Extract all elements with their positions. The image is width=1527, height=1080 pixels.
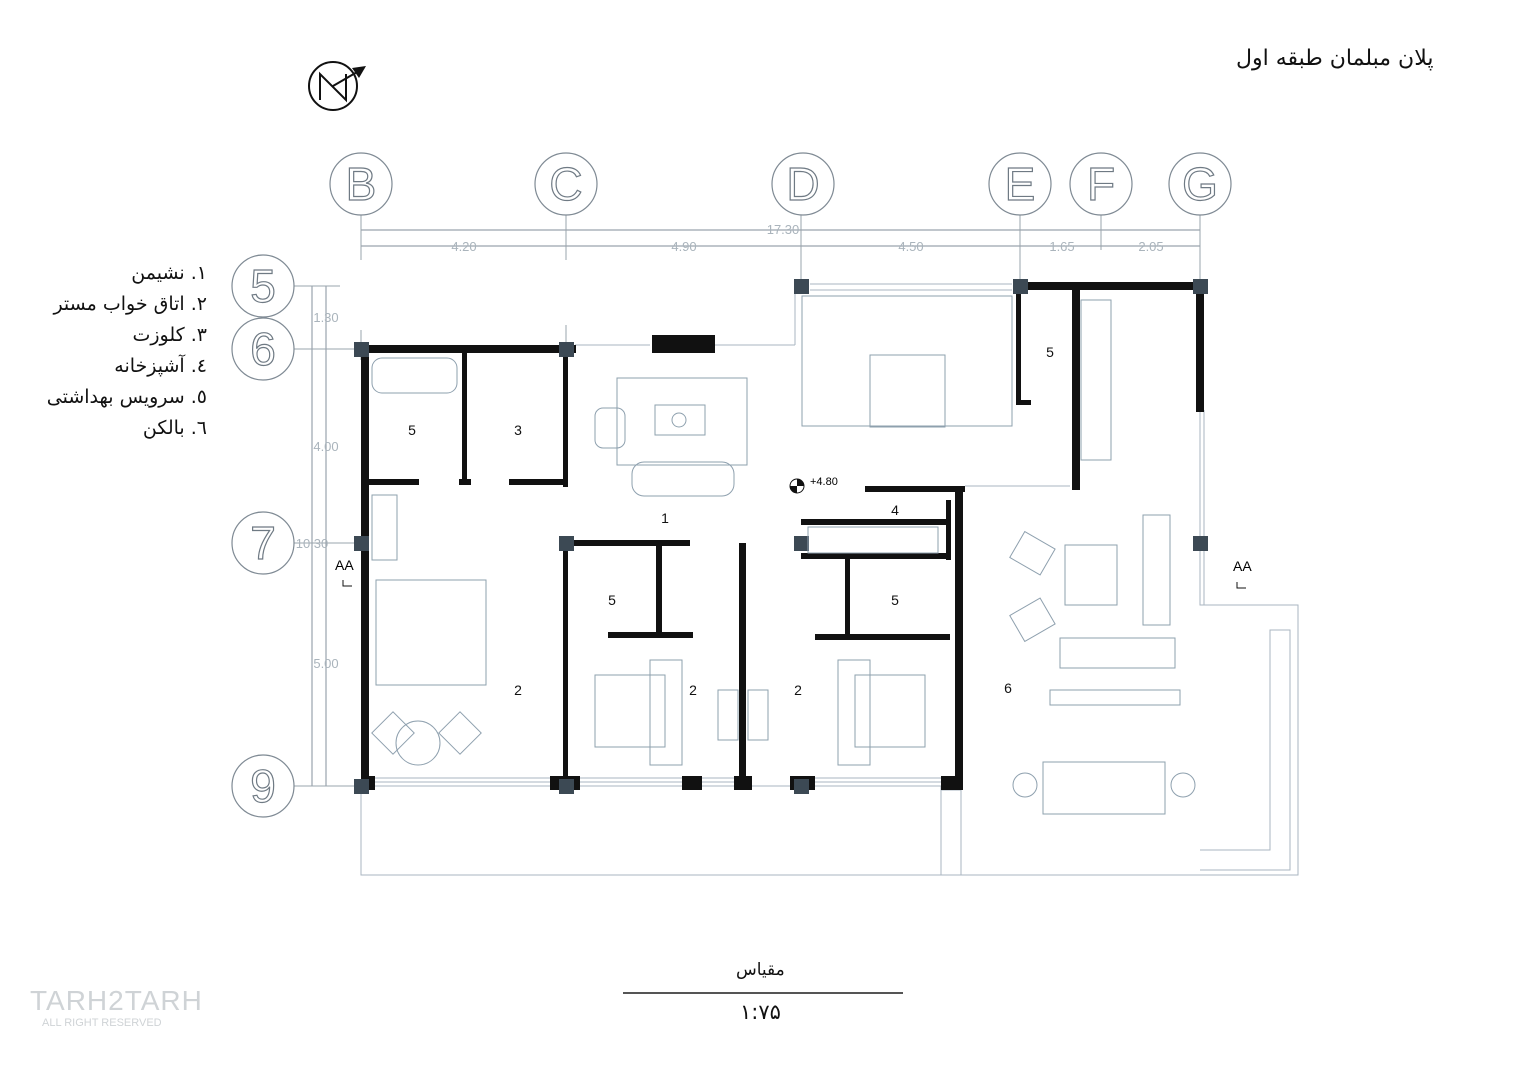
svg-text:4.20: 4.20 (451, 239, 476, 254)
grid-lines (294, 215, 1201, 787)
grid-bubble-b: B (329, 152, 393, 216)
grid-bubble-9: 9 (231, 754, 295, 818)
svg-text:+4.80: +4.80 (810, 476, 838, 488)
room-legend: ١. نشیمن ٢. اتاق خواب مستر ٣. کلوزت ٤. آ… (47, 258, 207, 444)
legend-item: ٢. اتاق خواب مستر (53, 293, 207, 315)
svg-text:1.65: 1.65 (1049, 239, 1074, 254)
svg-text:1.30: 1.30 (313, 310, 338, 325)
svg-text:9: 9 (250, 760, 276, 812)
grid-bubble-e: E (988, 152, 1052, 216)
legend-item: ٤. آشپزخانه (114, 355, 207, 377)
svg-text:5: 5 (250, 260, 276, 312)
drawing-title: پلان مبلمان طبقه اول (1236, 46, 1434, 71)
svg-text:AA: AA (1233, 558, 1252, 574)
svg-text:AA: AA (335, 557, 354, 573)
balcony-outline (360, 410, 1299, 876)
level-mark: +4.80 (789, 476, 838, 494)
room-label-balcony: 6 (1004, 680, 1012, 696)
logo-name: TARH2TARH (30, 985, 203, 1016)
logo-tagline: ALL RIGHT RESERVED (42, 1017, 162, 1029)
grid-bubble-g: G (1168, 152, 1232, 216)
dimension-horizontal: 17.30 4.20 4.90 4.50 1.65 2.05 (361, 222, 1200, 254)
grid-bubble-f: F (1069, 152, 1133, 216)
svg-text:4.00: 4.00 (313, 439, 338, 454)
north-arrow-icon (308, 61, 366, 111)
room-label-bedroom: 2 (689, 682, 697, 698)
svg-text:D: D (786, 158, 819, 210)
scale-value: ۱:۷۵ (740, 1000, 781, 1024)
section-mark-right: AA (1233, 558, 1252, 589)
watermark-logo: TARH2TARH ALL RIGHT RESERVED (30, 985, 203, 1029)
svg-text:F: F (1087, 158, 1115, 210)
room-label-master-bedroom: 2 (514, 682, 522, 698)
walls (361, 282, 1204, 790)
grid-bubble-7: 7 (231, 511, 295, 575)
scale-divider (623, 992, 903, 994)
windows (370, 283, 1205, 783)
room-label-kitchen: 4 (891, 502, 899, 518)
svg-text:10.30: 10.30 (296, 536, 329, 551)
room-label-wc: 5 (408, 422, 416, 438)
svg-text:G: G (1182, 158, 1218, 210)
structural-columns (354, 279, 1208, 794)
svg-text:6: 6 (250, 323, 276, 375)
dimension-vertical: 10.30 1.30 4.00 5.00 (296, 286, 339, 786)
grid-bubble-5: 5 (231, 254, 295, 318)
svg-text:2.05: 2.05 (1138, 239, 1163, 254)
svg-text:17.30: 17.30 (767, 222, 800, 237)
room-label-wc: 5 (608, 592, 616, 608)
svg-text:4.50: 4.50 (898, 239, 923, 254)
legend-item: ١. نشیمن (131, 262, 207, 284)
grid-bubble-c: C (534, 152, 598, 216)
legend-item: ٣. کلوزت (132, 324, 207, 346)
svg-text:7: 7 (250, 517, 276, 569)
section-mark-left: AA (335, 557, 354, 587)
svg-text:E: E (1005, 158, 1036, 210)
svg-text:5.00: 5.00 (313, 656, 338, 671)
legend-item: ٥. سرویس بهداشتی (46, 386, 207, 408)
room-labels: 1 2 2 2 3 4 5 5 5 5 6 (408, 344, 1054, 698)
svg-text:B: B (346, 158, 377, 210)
svg-text:4.90: 4.90 (671, 239, 696, 254)
svg-text:C: C (549, 158, 582, 210)
room-label-wc: 5 (891, 592, 899, 608)
grid-bubble-6: 6 (231, 317, 295, 381)
furniture (371, 295, 1196, 815)
room-label-bedroom: 2 (794, 682, 802, 698)
room-label-wc: 5 (1046, 344, 1054, 360)
room-label-living: 1 (661, 510, 669, 526)
legend-item: ٦. بالکن (142, 417, 207, 439)
grid-bubble-d: D (771, 152, 835, 216)
scale-label: مقیاس (736, 960, 785, 980)
room-label-closet: 3 (514, 422, 522, 438)
